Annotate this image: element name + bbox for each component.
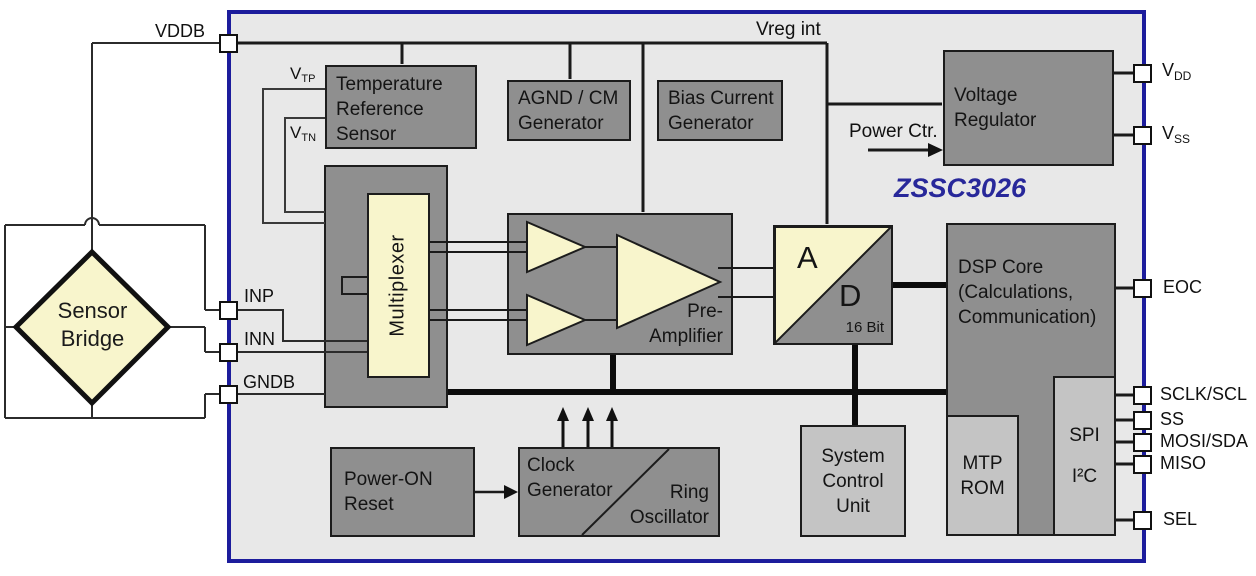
block-label: Oscillator — [629, 507, 709, 528]
pin-mosi-sda — [1133, 433, 1152, 452]
block-label: Power-ON — [344, 469, 433, 490]
power-ctr-label: Power Ctr. — [849, 121, 938, 142]
pin-vss — [1133, 126, 1152, 145]
adc-analog-label: A — [797, 240, 818, 275]
pin-sel — [1133, 511, 1152, 530]
block-adc-16bit: A D 16 Bit — [773, 225, 894, 346]
pin-inp — [219, 301, 238, 320]
pin-vddb — [219, 34, 238, 53]
sensor-bridge-wiring — [4, 42, 221, 419]
pin-label-vss: VSS — [1162, 123, 1191, 146]
block-label: System — [821, 445, 885, 467]
pin-ss — [1133, 411, 1152, 430]
vreg-int-label: Vreg int — [756, 19, 821, 40]
wire-hop — [84, 217, 100, 226]
block-label: SPI — [1069, 425, 1100, 446]
pin-label-inn: INN — [244, 329, 275, 349]
chip-name-label: ZSSC3026 — [894, 173, 1027, 203]
pin-label-sel: SEL — [1163, 509, 1198, 529]
pin-gndb — [219, 385, 238, 404]
pin-miso — [1133, 455, 1152, 474]
block-label: DSP Core — [958, 257, 1044, 278]
pin-inn — [219, 343, 238, 362]
block-label: Sensor — [336, 124, 397, 145]
block-label: MTP — [962, 452, 1003, 474]
adc-digital-label: D — [839, 278, 862, 313]
pin-label-ss: SS — [1160, 409, 1185, 429]
block-label: Control — [822, 470, 884, 492]
pin-sclk-scl — [1133, 386, 1152, 405]
signal-label-vtn: VTN — [290, 123, 317, 144]
block-label: Reference — [336, 99, 424, 120]
block-pre-amplifier: Pre- Amplifier — [507, 213, 733, 355]
block-multiplexer: Multiplexer — [367, 193, 430, 378]
block-agnd-cm-generator: AGND / CM Generator — [507, 80, 631, 141]
block-label: Communication) — [958, 307, 1097, 328]
block-label: Voltage — [954, 85, 1018, 106]
pin-label-gndb: GNDB — [243, 372, 296, 392]
pin-label-inp: INP — [244, 286, 275, 306]
sensor-bridge-label: Sensor Bridge — [57, 298, 128, 351]
block-label: Clock — [527, 455, 575, 476]
block-system-control-unit: System Control Unit — [800, 425, 906, 537]
block-label: Temperature — [336, 74, 443, 95]
adc-resolution-label: 16 Bit — [845, 319, 884, 336]
pin-label-sclk-scl: SCLK/SCL — [1160, 384, 1248, 404]
block-mtp-rom: MTP ROM — [946, 415, 1019, 536]
block-label: ROM — [960, 477, 1005, 499]
block-label: Multiplexer — [387, 234, 410, 337]
amplifier-triangles — [526, 220, 723, 347]
block-label: Unit — [836, 495, 870, 517]
block-label: Pre- — [687, 301, 723, 322]
block-spi-i2c: SPI I²C — [1053, 376, 1116, 536]
block-clock-generator-ring-oscillator: Clock Generator Ring Oscillator — [518, 447, 720, 537]
multiplexer-stub — [341, 276, 369, 295]
adc-diagonal — [774, 226, 894, 346]
pin-label-miso: MISO — [1160, 453, 1207, 473]
block-bias-current-generator: Bias Current Generator — [657, 80, 783, 141]
block-label: Generator — [668, 112, 754, 134]
pin-label-vddb: VDDB — [155, 21, 206, 41]
block-label: AGND / CM — [518, 87, 619, 109]
block-label: Regulator — [954, 110, 1037, 131]
pin-eoc — [1133, 279, 1152, 298]
block-label: Bias Current — [668, 87, 774, 109]
block-label: I²C — [1071, 466, 1098, 487]
pin-label-vdd: VDD — [1162, 60, 1192, 83]
block-label: (Calculations, — [958, 282, 1074, 303]
block-temperature-reference-sensor: Temperature Reference Sensor — [325, 65, 477, 149]
pin-vdd — [1133, 64, 1152, 83]
block-label: Amplifier — [649, 326, 723, 347]
block-voltage-regulator: Voltage Regulator — [943, 50, 1114, 166]
block-label: Reset — [344, 494, 394, 515]
pin-label-mosi-sda: MOSI/SDA — [1160, 431, 1249, 451]
block-label: Generator — [527, 480, 613, 501]
block-label: Generator — [518, 112, 604, 134]
block-power-on-reset: Power-ON Reset — [330, 447, 475, 537]
block-label: Ring — [669, 482, 709, 503]
pin-label-eoc: EOC — [1163, 277, 1203, 297]
signal-label-vtp: VTP — [290, 64, 316, 85]
